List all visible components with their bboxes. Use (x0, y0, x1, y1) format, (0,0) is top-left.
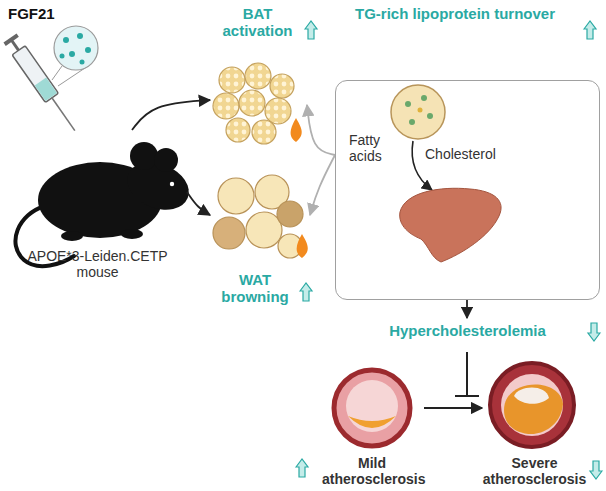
lipoprotein-particle (391, 85, 445, 139)
up-arrow-icon (584, 21, 596, 39)
node-text: Hypercholesterolemia (350, 322, 585, 339)
brown-adipocytes (213, 63, 294, 144)
mouse-node: APOE*3-Leiden.CETP mouse (10, 130, 187, 295)
connector-arrow (310, 155, 335, 215)
artery-node: Severe atherosclerosis (482, 360, 589, 489)
node-text: APOE*3-Leiden.CETP mouse (10, 248, 185, 280)
fgf21-bubble (52, 26, 98, 86)
down-arrow-icon (590, 461, 602, 479)
white-adipocytes (213, 175, 303, 258)
wat-node: WAT browning (210, 175, 310, 315)
node-text: Mild atherosclerosis (322, 455, 422, 487)
connector-arrow (424, 407, 482, 409)
down-arrow-icon (588, 323, 600, 341)
box-text: Fatty acids (349, 132, 407, 164)
up-arrow-icon (305, 21, 317, 39)
connector-arrow (307, 105, 335, 155)
artery-node: Mild atherosclerosis (322, 365, 424, 489)
mild-artery (334, 370, 410, 446)
node-heading: TG-rich lipoprotein turnover (350, 5, 560, 22)
up-arrow-icon (300, 283, 312, 301)
flame-icon (291, 118, 302, 142)
node-text: Severe atherosclerosis (482, 455, 587, 487)
flame-icon (297, 234, 308, 258)
up-arrow-icon (296, 459, 308, 477)
liver (400, 188, 501, 262)
box-text: Cholesterol (425, 146, 520, 162)
bat-node: BAT activation (210, 5, 307, 145)
outcome-node: Hypercholesterolemia (350, 318, 587, 346)
lipoprotein-box: TG-rich lipoprotein turnoverFatty acids C… (335, 5, 600, 300)
connector-arrow (466, 300, 468, 318)
mouse (15, 142, 195, 266)
node-heading: BAT activation (210, 5, 305, 40)
node-heading: WAT browning (210, 271, 300, 306)
box-outline (335, 80, 600, 300)
connector-arrow (187, 192, 210, 215)
drug-label: FGF21 (8, 5, 55, 22)
severe-artery (490, 363, 574, 447)
connector-arrow (132, 100, 210, 130)
inhibition-bar (455, 352, 479, 396)
